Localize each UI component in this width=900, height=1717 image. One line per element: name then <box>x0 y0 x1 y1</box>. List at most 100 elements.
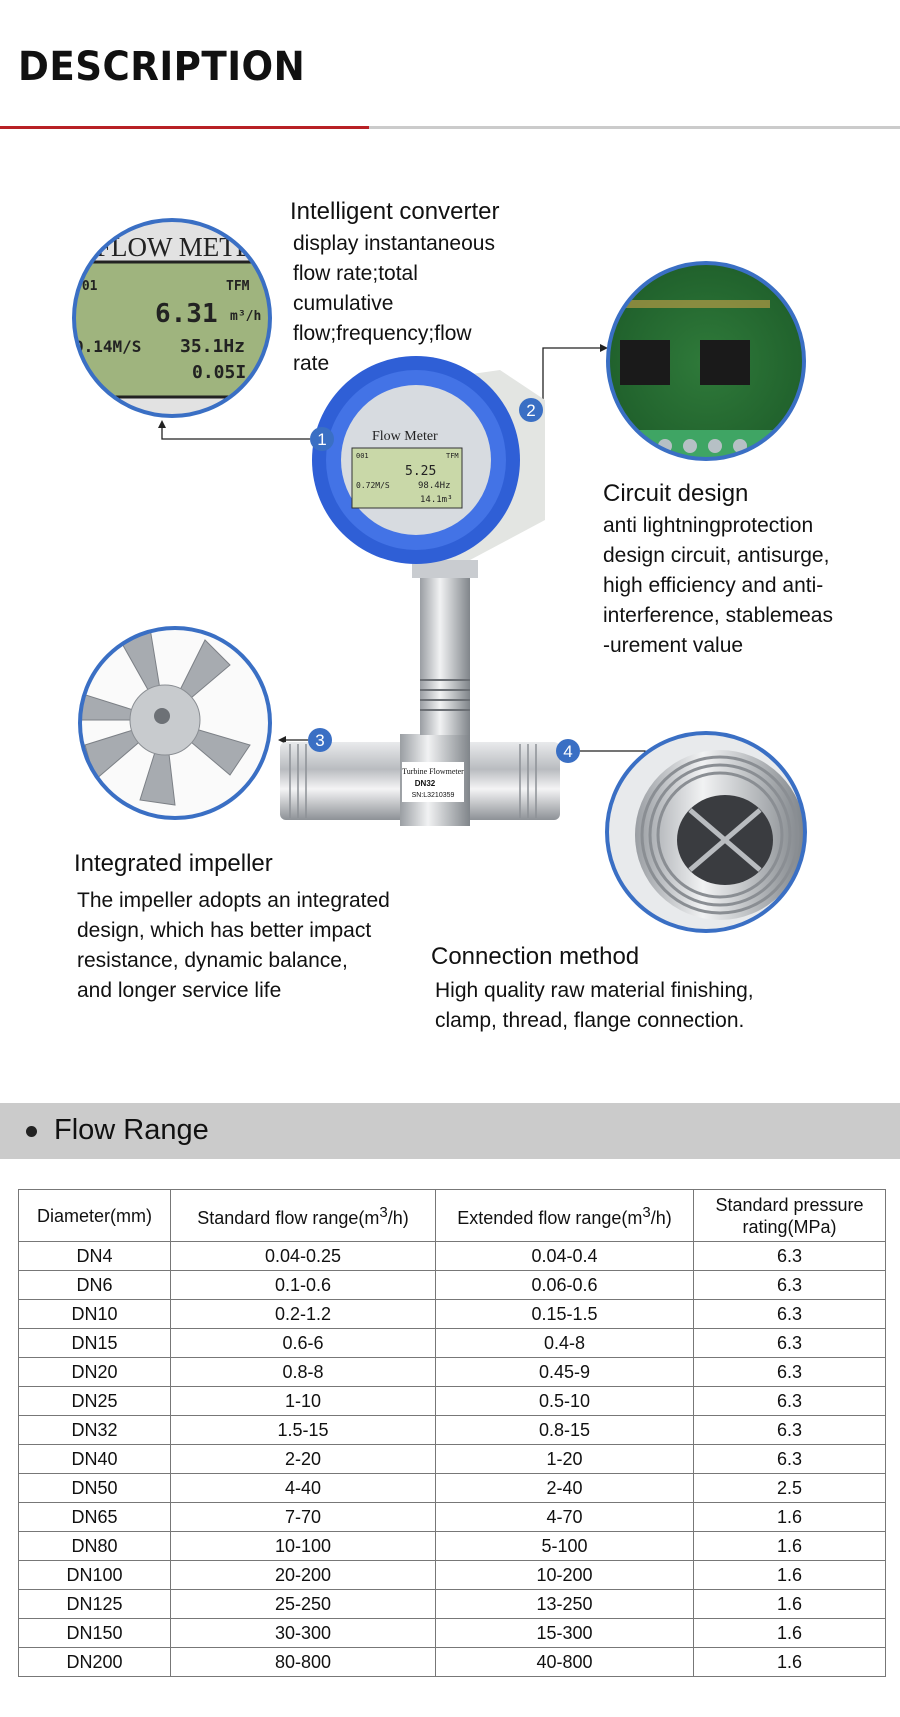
table-cell: 10-200 <box>435 1560 694 1590</box>
table-cell: 0.5-10 <box>435 1386 694 1416</box>
circuit-board-image <box>609 264 803 458</box>
feature-title-converter: Intelligent converter <box>290 198 500 225</box>
table-cell: 6.3 <box>693 1270 886 1300</box>
table-cell: DN80 <box>18 1531 171 1561</box>
table-cell: 7-70 <box>170 1502 436 1532</box>
table-cell: 0.6-6 <box>170 1328 436 1358</box>
connection-frame <box>605 731 807 933</box>
table-cell: DN150 <box>18 1618 171 1648</box>
table-cell: 10-100 <box>170 1531 436 1561</box>
table-cell: DN6 <box>18 1270 171 1300</box>
lcd-zoom-image: FLOW METER 001 TFM 6.31 m³/h 0.14M/S 35.… <box>74 221 270 415</box>
callout-lines <box>161 347 646 768</box>
table-cell: DN40 <box>18 1444 171 1474</box>
table-cell: 1.6 <box>693 1647 886 1677</box>
impeller-frame <box>78 626 272 820</box>
svg-text:FLOW METER: FLOW METER <box>96 232 270 262</box>
svg-text:1: 1 <box>317 430 326 449</box>
table-cell: 4-40 <box>170 1473 436 1503</box>
table-cell: 1.6 <box>693 1531 886 1561</box>
table-cell: 2-40 <box>435 1473 694 1503</box>
table-cell: DN4 <box>18 1241 171 1271</box>
svg-text:35.1Hz: 35.1Hz <box>180 336 245 357</box>
table-cell: DN20 <box>18 1357 171 1387</box>
table-cell: 1.6 <box>693 1618 886 1648</box>
table-cell: DN100 <box>18 1560 171 1590</box>
callout-badge-1: 1 <box>310 427 334 451</box>
table-cell: 6.3 <box>693 1328 886 1358</box>
header-standard-flow: Standard flow range(m3/h) <box>170 1189 436 1242</box>
table-cell: DN15 <box>18 1328 171 1358</box>
flow-range-table: Diameter(mm) Standard flow range(m3/h) E… <box>18 1189 886 1677</box>
table-cell: DN25 <box>18 1386 171 1416</box>
table-cell: 6.3 <box>693 1241 886 1271</box>
svg-text:6.31: 6.31 <box>155 299 218 329</box>
svg-text:0.72M/S: 0.72M/S <box>356 481 390 490</box>
callout-badge-4: 4 <box>556 739 580 763</box>
table-cell: 6.3 <box>693 1444 886 1474</box>
table-cell: 0.8-8 <box>170 1357 436 1387</box>
table-cell: 1.5-15 <box>170 1415 436 1445</box>
table-cell: 13-250 <box>435 1589 694 1619</box>
svg-text:2: 2 <box>526 401 535 420</box>
section-title: Flow Range <box>54 1114 209 1146</box>
svg-text:0.14M/S: 0.14M/S <box>74 337 141 356</box>
svg-text:4: 4 <box>563 742 572 761</box>
svg-text:Turbine Flowmeter: Turbine Flowmeter <box>402 767 464 776</box>
table-cell: 4-70 <box>435 1502 694 1532</box>
lcd-zoom-frame <box>72 218 272 418</box>
flow-range-section-header: Flow Range <box>0 1103 900 1159</box>
svg-text:5.25: 5.25 <box>405 464 436 479</box>
table-cell: 6.3 <box>693 1386 886 1416</box>
table-cell: DN50 <box>18 1473 171 1503</box>
table-cell: 6.3 <box>693 1357 886 1387</box>
title-underline <box>369 126 900 129</box>
svg-text:98.4Hz: 98.4Hz <box>418 481 451 491</box>
table-cell: 6.3 <box>693 1299 886 1329</box>
table-header-row: Diameter(mm) Standard flow range(m3/h) E… <box>18 1189 886 1242</box>
table-cell: DN125 <box>18 1589 171 1619</box>
table-cell: 1.6 <box>693 1560 886 1590</box>
table-cell: 1.6 <box>693 1589 886 1619</box>
svg-text:001: 001 <box>356 452 369 460</box>
connection-image <box>608 734 804 930</box>
callout-badge-3: 3 <box>308 728 332 752</box>
table-cell: 5-100 <box>435 1531 694 1561</box>
svg-text:SN:L3210359: SN:L3210359 <box>412 792 455 799</box>
table-cell: 30-300 <box>170 1618 436 1648</box>
table-cell: 0.04-0.4 <box>435 1241 694 1271</box>
product-illustration: FLOW METER 001 TFM 6.31 m³/h 0.14M/S 35.… <box>72 218 807 933</box>
table-cell: 0.45-9 <box>435 1357 694 1387</box>
table-cell: 1-20 <box>435 1444 694 1474</box>
table-cell: 40-800 <box>435 1647 694 1677</box>
table-cell: 80-800 <box>170 1647 436 1677</box>
svg-text:0.05I: 0.05I <box>192 362 246 383</box>
table-cell: 0.15-1.5 <box>435 1299 694 1329</box>
table-cell: 0.4-8 <box>435 1328 694 1358</box>
table-cell: 25-250 <box>170 1589 436 1619</box>
table-cell: 20-200 <box>170 1560 436 1590</box>
flowmeter-device: Turbine Flowmeter DN32 SN:L3210359 Flow … <box>280 356 560 826</box>
feature-title-circuit: Circuit design <box>603 480 749 507</box>
svg-text:14.1m³: 14.1m³ <box>420 495 453 505</box>
table-cell: DN10 <box>18 1299 171 1329</box>
table-cell: DN32 <box>18 1415 171 1445</box>
table-cell: 1-10 <box>170 1386 436 1416</box>
table-cell: 0.2-1.2 <box>170 1299 436 1329</box>
bullet-icon <box>26 1126 37 1137</box>
table-cell: 0.8-15 <box>435 1415 694 1445</box>
table-cell: DN200 <box>18 1647 171 1677</box>
table-cell: 1.6 <box>693 1502 886 1532</box>
